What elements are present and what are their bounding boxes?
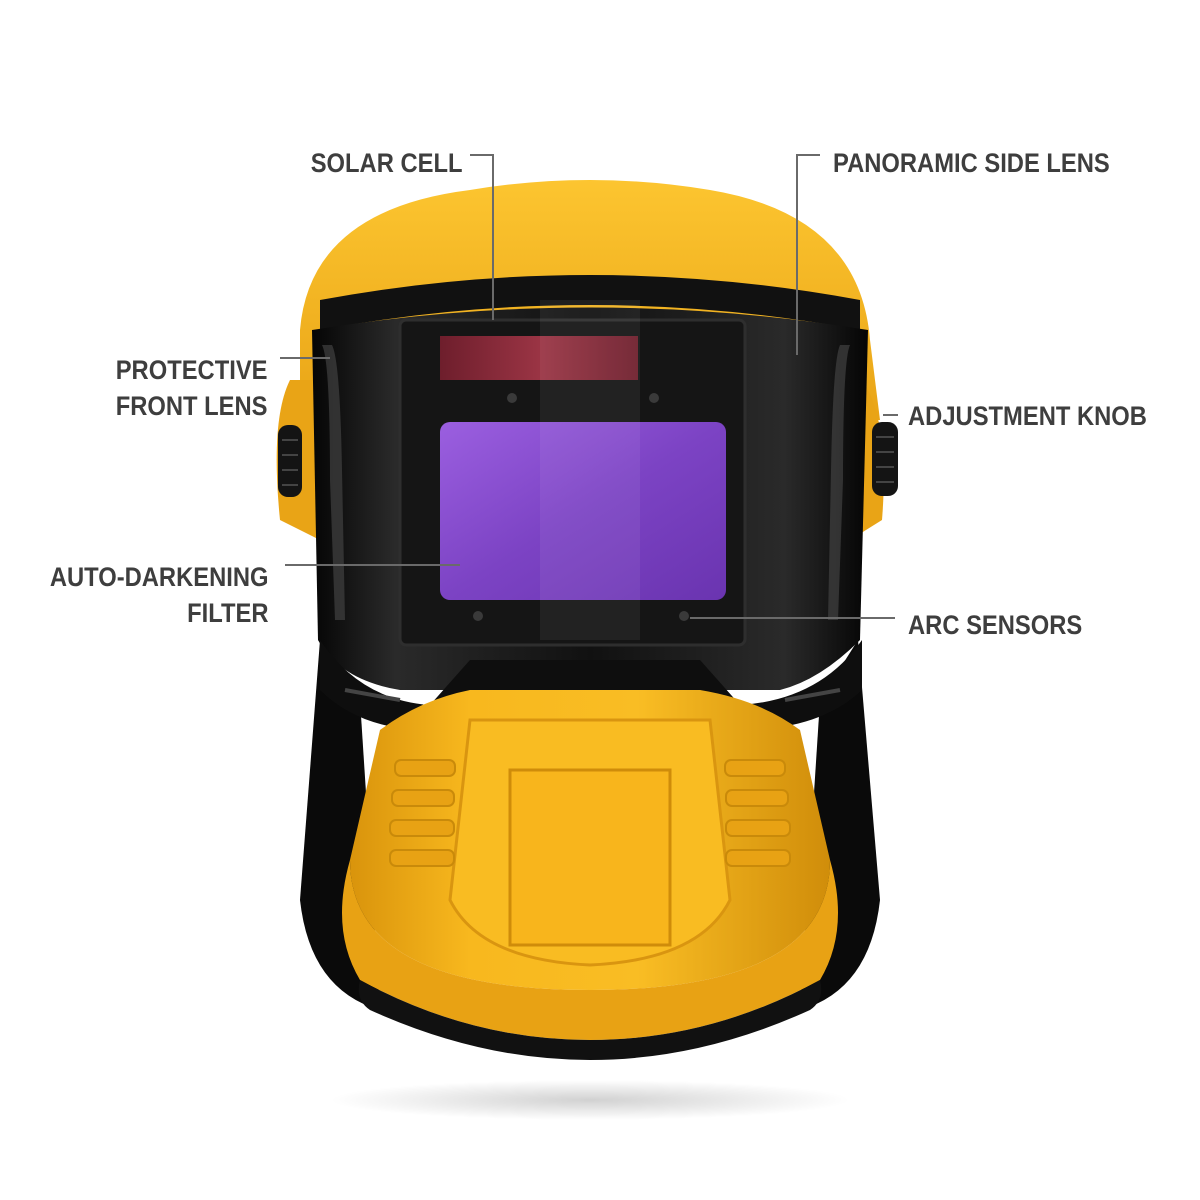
leader-lines [280,154,898,619]
arc-sensor-dot [649,393,659,403]
ground-shadow [330,1080,850,1120]
label-protective-front-lens: PROTECTIVE FRONT LENS [116,352,268,424]
visor-top-band [320,275,860,330]
rim-detail [344,688,401,702]
chin-bottom-edge [358,980,822,1060]
left-adjustment-knob [278,425,302,497]
chin-inner-panel [508,768,672,947]
leader-solar-cell [470,154,494,320]
chin-flare [342,860,838,1040]
auto-darkening-filter [440,422,726,600]
label-protective-front-lens-line2: FRONT LENS [116,391,268,421]
label-arc-sensors: ARC SENSORS [908,610,1083,640]
label-panoramic-side-lens: PANORAMIC SIDE LENS [833,148,1110,178]
left-ridges [389,759,456,867]
leader-panoramic-side-lens [796,154,820,355]
label-auto-darkening-filter-line2: FILTER [186,598,268,628]
rim-detail [784,688,841,702]
arc-sensor-dot [507,393,517,403]
arc-sensor-dot [473,611,483,621]
label-auto-darkening-filter: AUTO-DARKENING FILTER [49,559,268,631]
right-ridges [724,759,791,867]
solar-cell [440,336,638,380]
visor-highlight-left [322,345,345,620]
right-adjustment-knob [872,422,898,496]
label-auto-darkening-filter-line1: AUTO-DARKENING [49,562,268,592]
lens-reflection [540,300,640,640]
label-solar-cell: SOLAR CELL [310,148,462,178]
label-adjustment-knob: ADJUSTMENT KNOB [908,401,1147,431]
visor-highlight-right [828,345,850,620]
arc-sensor-dot [679,611,689,621]
label-protective-front-lens-line1: PROTECTIVE [116,355,268,385]
